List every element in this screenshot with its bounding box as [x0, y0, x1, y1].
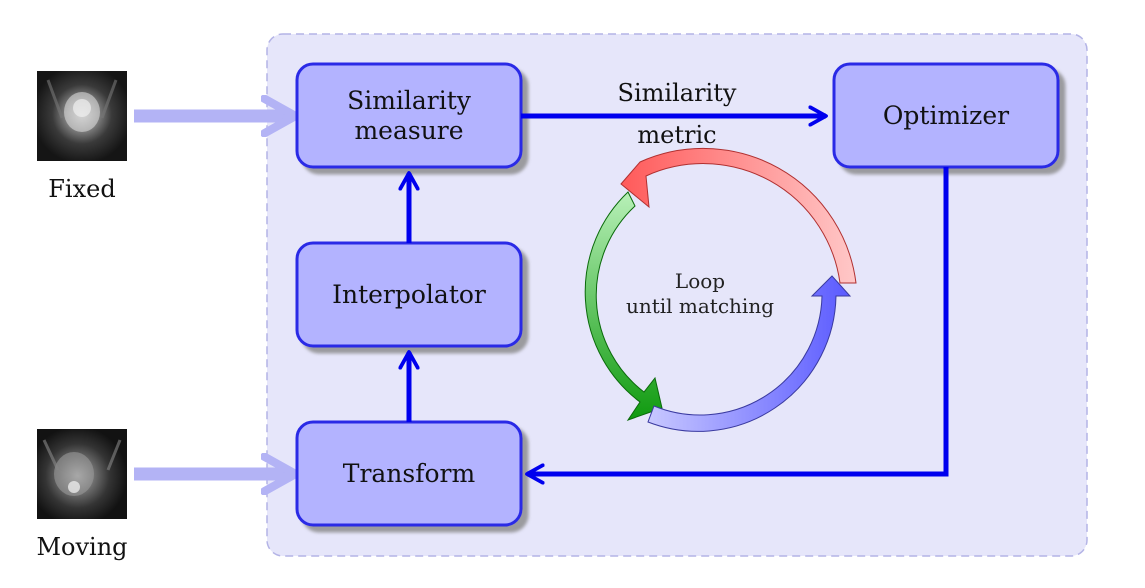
transform-label: Transform [343, 459, 476, 488]
loop-line1: Loop [675, 269, 725, 293]
similarity-measure-line2: measure [354, 116, 463, 145]
optimizer-to-transform-arrow [527, 167, 949, 474]
interpolator-label: Interpolator [332, 280, 486, 309]
moving-image [37, 429, 127, 519]
similarity-metric-line2: metric [637, 121, 716, 149]
loop-arrow-green [584, 191, 663, 421]
moving-label: Moving [36, 533, 127, 561]
fixed-label: Fixed [48, 175, 115, 203]
loop-cycle: Loop until matching [584, 147, 857, 432]
similarity-metric-line1: Similarity [618, 79, 737, 107]
loop-arrow-blue [647, 275, 852, 432]
loop-arrow-red [620, 147, 857, 284]
transform-box: Transform [295, 420, 523, 527]
optimizer-label: Optimizer [883, 101, 1009, 130]
similarity-measure-box: Similarity measure [295, 62, 523, 169]
similarity-measure-line1: Similarity [347, 86, 472, 115]
optimizer-box: Optimizer [832, 62, 1060, 169]
fixed-image [37, 71, 127, 161]
interpolator-box: Interpolator [295, 241, 523, 348]
loop-line2: until matching [626, 294, 774, 318]
